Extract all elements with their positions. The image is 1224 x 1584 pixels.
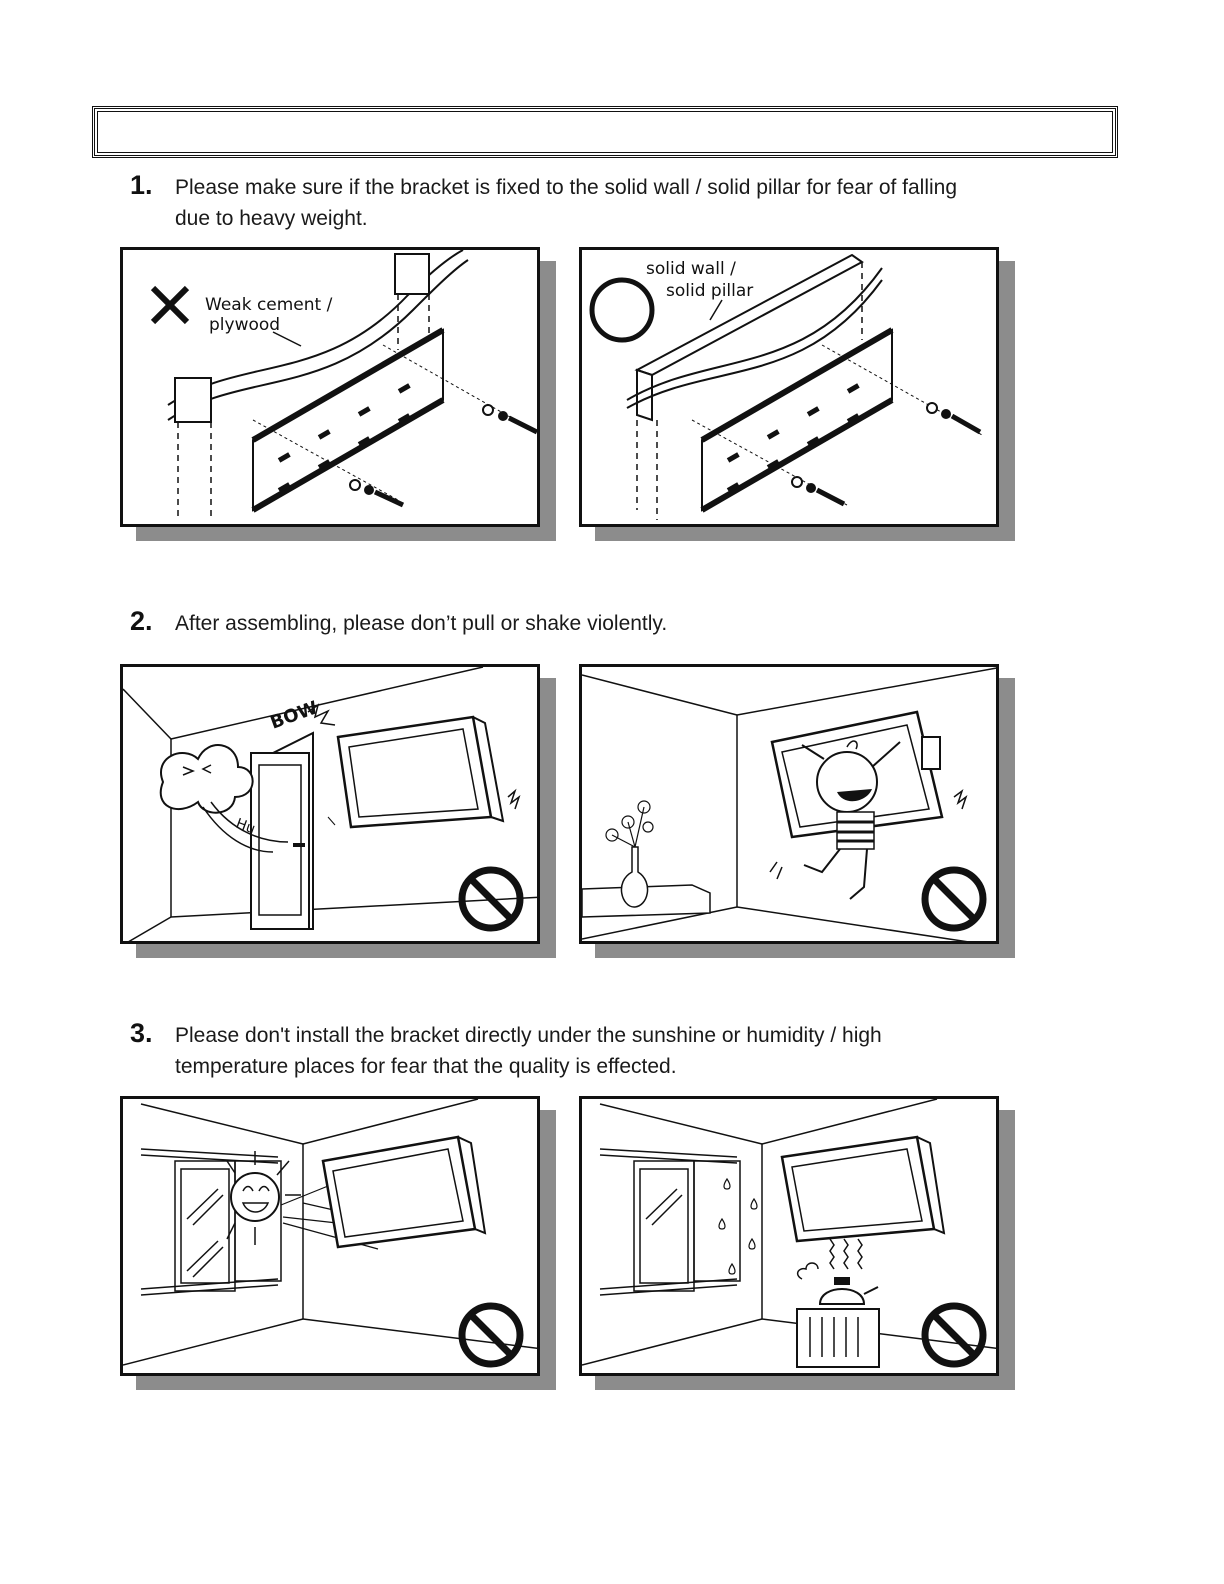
section-2-number: 2. — [130, 606, 153, 636]
prohibited-icon — [458, 1302, 524, 1368]
panel-1-label-1: Weak cement / — [205, 295, 333, 315]
panel-solid-wall: solid wall / solid pillar — [579, 247, 1015, 541]
section-1-number: 1. — [130, 170, 153, 200]
circle-ok-icon — [589, 277, 655, 343]
section-1-text: Please make sure if the bracket is fixed… — [175, 176, 958, 230]
prohibited-icon — [458, 866, 524, 932]
header-box — [92, 106, 1118, 158]
panel-weak-wall: Weak cement / plywood — [120, 247, 556, 541]
panel-door-slam: BOW Hu — [120, 664, 556, 958]
sound-bow: BOW — [268, 697, 321, 733]
panel-humidity — [579, 1096, 1015, 1390]
panel-2-label-2: solid pillar — [666, 281, 753, 301]
section-3-number: 3. — [130, 1018, 153, 1048]
sound-hu: Hu — [234, 816, 258, 838]
prohibited-icon — [921, 1302, 987, 1368]
panel-sunshine — [120, 1096, 556, 1390]
x-icon — [150, 285, 190, 325]
panel-child-hanging — [579, 664, 1015, 958]
prohibited-icon — [921, 866, 987, 932]
section-2-text: After assembling, please don’t pull or s… — [175, 612, 668, 635]
panel-1-label-2: plywood — [209, 315, 280, 335]
panel-2-label-1: solid wall / — [646, 259, 736, 279]
section-3-text: Please don't install the bracket directl… — [175, 1024, 882, 1078]
